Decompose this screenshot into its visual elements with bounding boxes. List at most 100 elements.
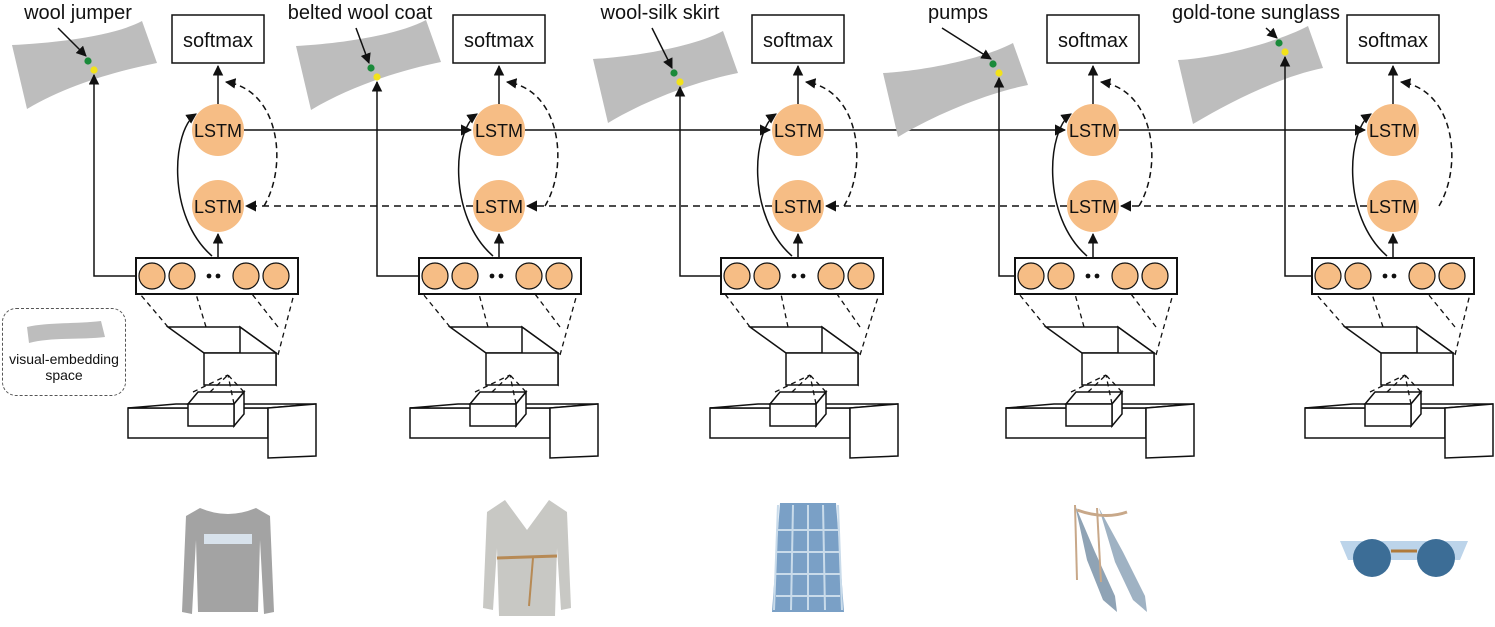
kernel-projection [209, 374, 229, 393]
ellipsis-dot [1391, 273, 1397, 279]
softmax-label: softmax [183, 30, 253, 52]
map-projection [195, 293, 207, 328]
ellipsis-dot [1382, 273, 1388, 279]
label-pointer [651, 27, 673, 69]
kernel-projection [227, 374, 235, 405]
map-projection [1130, 293, 1157, 328]
lstm-backward-node [1067, 180, 1119, 232]
kernel-projection [1105, 374, 1123, 393]
connections-layer [244, 124, 1367, 212]
lstm-forward-label: LSTM [1369, 121, 1417, 141]
lstm-forward-node [1367, 104, 1419, 156]
softmax-box [1046, 14, 1140, 64]
lstm-backward-label: LSTM [1369, 197, 1417, 217]
backward-to-softmax [224, 78, 278, 207]
pumps-icon [1074, 504, 1147, 612]
kernel-projection [1386, 374, 1406, 393]
feature-map-block [447, 325, 561, 387]
item-label-4: pumps [928, 2, 988, 24]
feature-unit [1017, 262, 1045, 290]
label-pointer [941, 27, 992, 60]
vector-to-forward-lstm [1351, 113, 1388, 257]
feature-map-block [747, 325, 861, 387]
conv-kernel-block [186, 389, 246, 429]
lstm-forward-label: LSTM [475, 121, 523, 141]
feature-unit [1047, 262, 1075, 290]
vector-to-embedding [1279, 55, 1312, 277]
map-projection [1371, 293, 1384, 328]
label-pointer [57, 27, 87, 57]
embedding-plane-icon [27, 321, 105, 343]
lstm-backward-label: LSTM [194, 197, 242, 217]
ellipsis-dot [206, 273, 212, 279]
ellipsis-dot [800, 273, 806, 279]
input-block-side [267, 403, 317, 459]
map-projection [139, 293, 169, 328]
lstm-forward-node [192, 104, 244, 156]
kernel-projection [1070, 374, 1107, 393]
map-projection [1018, 293, 1047, 328]
softmax-label: softmax [763, 30, 833, 52]
feature-unit [723, 262, 751, 290]
ellipsis-dot [1085, 273, 1091, 279]
conv-kernel-block [468, 389, 528, 429]
conv-kernel-block [1363, 389, 1423, 429]
label-pointer [1265, 27, 1278, 39]
feature-unit [168, 262, 196, 290]
kernel-projection [474, 374, 511, 393]
embedded-dot [1281, 48, 1289, 56]
conv-kernel-block [768, 389, 828, 429]
softmax-label: softmax [1358, 30, 1428, 52]
map-projection [251, 293, 279, 328]
embedded-dot [373, 73, 381, 81]
backward-to-softmax [505, 78, 559, 207]
skirt-icon [772, 503, 844, 612]
vector-to-embedding [88, 73, 136, 277]
embedding-plane [12, 21, 157, 109]
backward-to-softmax [1399, 78, 1453, 207]
map-projection [1074, 293, 1085, 328]
coat-icon [483, 500, 571, 616]
legend-box: visual-embedding space [2, 308, 126, 396]
target-dot [367, 64, 375, 72]
backward-to-softmax [1099, 78, 1153, 207]
map-projection [559, 293, 578, 356]
lstm-backward-label: LSTM [475, 197, 523, 217]
lstm-forward-node [772, 104, 824, 156]
lstm-forward-node [473, 104, 525, 156]
feature-unit [1408, 262, 1436, 290]
lstm-backward-node [192, 180, 244, 232]
map-projection [534, 293, 561, 328]
legend-caption-line1: visual-embedding [9, 351, 119, 367]
lstm-backward-label: LSTM [774, 197, 822, 217]
vector-to-forward-lstm [756, 113, 793, 257]
kernel-projection [774, 374, 811, 393]
ellipsis-dot [215, 273, 221, 279]
lstm-forward-node [1067, 104, 1119, 156]
map-projection [836, 293, 861, 328]
vector-to-forward-lstm [176, 113, 213, 257]
softmax-box [452, 14, 546, 64]
sunglasses-icon [1340, 539, 1468, 577]
vector-to-embedding [993, 76, 1015, 277]
kernel-projection [809, 374, 817, 405]
feature-unit [262, 262, 290, 290]
lstm-backward-node [1367, 180, 1419, 232]
feature-unit [421, 262, 449, 290]
map-projection [1427, 293, 1456, 328]
item-label-5: gold-tone sunglass [1172, 2, 1340, 24]
feature-map-block [165, 325, 279, 387]
ellipsis-dot [489, 273, 495, 279]
target-dot [84, 57, 92, 65]
ellipsis-dot [791, 273, 797, 279]
target-dot [989, 60, 997, 68]
embedded-dot [676, 78, 684, 86]
sweater-icon [182, 508, 274, 614]
kernel-projection [227, 374, 245, 393]
embedding-plane [1178, 26, 1323, 124]
kernel-projection [1105, 374, 1113, 405]
target-dot [670, 69, 678, 77]
